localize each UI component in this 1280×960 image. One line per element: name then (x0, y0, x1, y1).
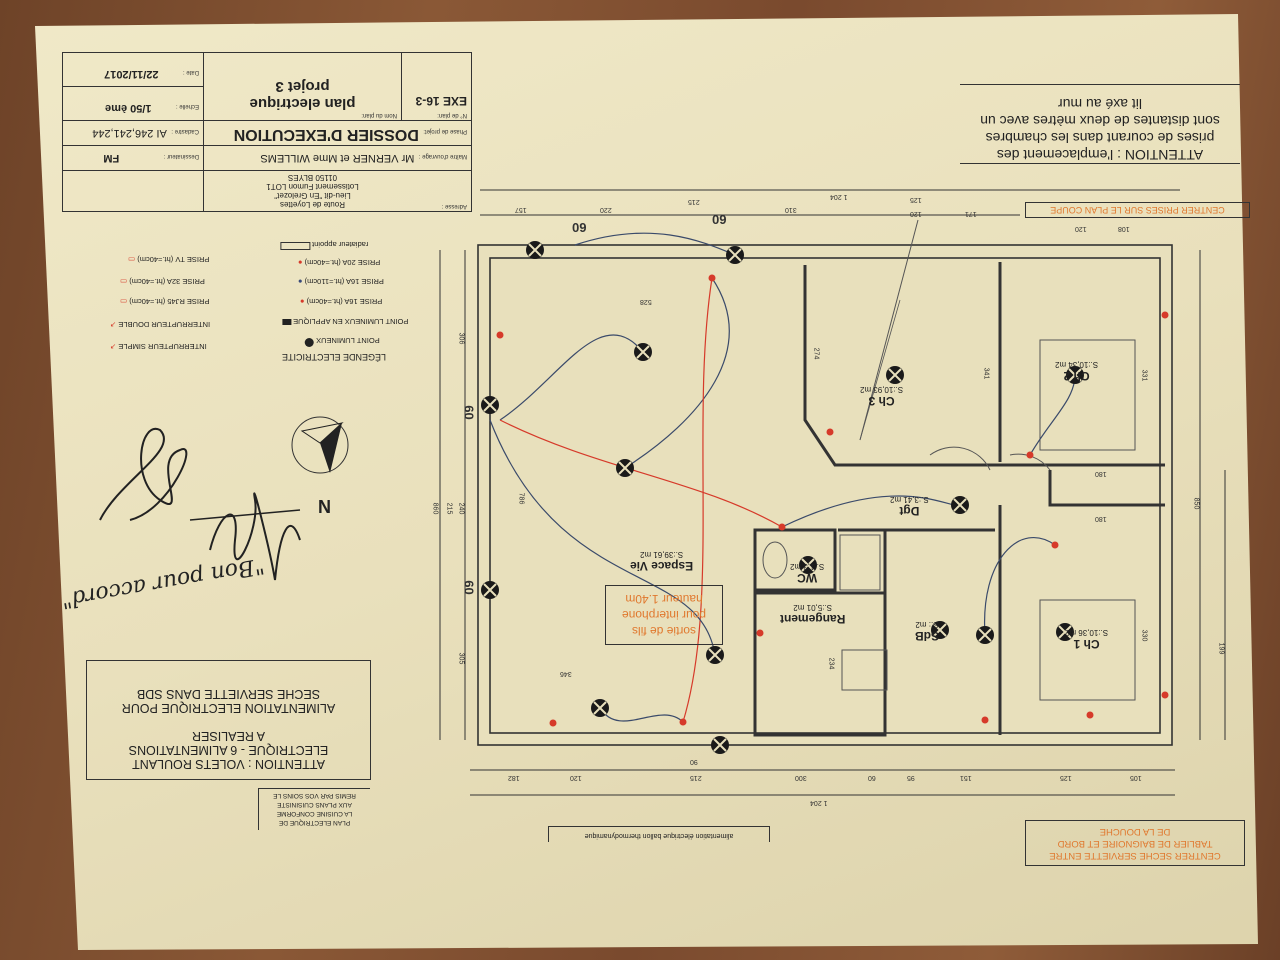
dimension-label: 310 (785, 206, 797, 213)
dimension-label: 220 (600, 206, 612, 213)
wire-path (599, 707, 684, 723)
light-point-icon (481, 396, 499, 414)
socket-icon (708, 274, 716, 282)
dimension-label: 157 (515, 206, 527, 213)
dimension-label: 151 (960, 774, 972, 781)
dimension-label: 90 (690, 758, 698, 765)
dimension-label: 330 (1140, 629, 1148, 642)
opening-label: 60 (572, 220, 587, 235)
dimension-label: 105 (1130, 774, 1142, 781)
dimension-label: 850 (1192, 497, 1200, 510)
dimension-label: 108 (1118, 225, 1130, 232)
socket-icon (778, 523, 786, 531)
light-point-icon (526, 241, 544, 259)
wire-path (489, 419, 716, 656)
dimension-label: 331 (1140, 369, 1148, 382)
dimension-label: 300 (795, 774, 807, 781)
dimension-label: 341 (982, 367, 990, 380)
dimension-label: 786 (517, 492, 525, 505)
dimension-label: 305 (457, 652, 465, 665)
dimension-label: 120 (570, 774, 582, 781)
dimension-label: 125 (1060, 774, 1072, 781)
dimension-label: 120 (910, 210, 922, 217)
socket-icon (981, 716, 989, 724)
dimension-label: 240 (457, 502, 465, 515)
socket-icon (1161, 311, 1169, 319)
light-point-icon (799, 556, 817, 574)
dimension-label: 215 (690, 774, 702, 781)
socket-icon (1051, 541, 1059, 549)
socket-icon (549, 719, 557, 727)
opening-label: 60 (712, 212, 727, 227)
socket-icon (1161, 691, 1169, 699)
wire-path (682, 277, 713, 723)
dimension-label: 528 (640, 298, 652, 305)
wire-path (574, 232, 736, 256)
dimension-label: 120 (1075, 225, 1087, 232)
socket-icon (756, 629, 764, 637)
dimension-label: 95 (907, 774, 915, 781)
light-point-icon (706, 646, 724, 664)
light-point-icon (616, 459, 634, 477)
light-point-icon (976, 626, 994, 644)
light-point-icon (1056, 623, 1074, 641)
dimension-label: 274 (812, 347, 820, 360)
dimension-label: 125 (910, 196, 922, 203)
light-point-icon (951, 496, 969, 514)
dimension-label: 1 204 (830, 193, 848, 200)
light-point-icon (591, 699, 609, 717)
dimension-label: 234 (827, 657, 835, 670)
dimension-label: 180 (1095, 470, 1107, 477)
socket-icon (1086, 711, 1094, 719)
dimension-label: 171 (965, 210, 977, 217)
dimension-label: 306 (457, 332, 465, 345)
dimension-label: 180 (1095, 515, 1107, 522)
light-point-icon (931, 621, 949, 639)
wire-path (624, 277, 730, 469)
signature-image (99, 427, 301, 581)
opening-label: 60 (461, 405, 477, 420)
socket-icon (496, 331, 504, 339)
opening-label: 60 (461, 580, 477, 595)
dimension-label: 182 (508, 774, 520, 781)
socket-icon (679, 718, 687, 726)
light-point-icon (481, 581, 499, 599)
light-point-icon (886, 366, 904, 384)
dimension-label: 1 204 (810, 799, 828, 806)
dimension-label: 199 (1217, 642, 1225, 655)
wire-path (499, 334, 644, 421)
dimension-label: 215 (445, 502, 453, 515)
wire-path (499, 419, 783, 528)
light-point-icon (1066, 366, 1084, 384)
dimension-label: 860 (431, 502, 439, 515)
dimension-label: 346 (560, 670, 572, 677)
dimension-label: 60 (868, 774, 876, 781)
light-point-icon (634, 343, 652, 361)
socket-icon (1026, 451, 1034, 459)
north-compass-icon (291, 416, 349, 474)
light-point-icon (711, 736, 729, 754)
dimension-label: 215 (688, 198, 700, 205)
wire-path (983, 536, 1056, 636)
light-point-icon (726, 246, 744, 264)
socket-icon (826, 428, 834, 436)
